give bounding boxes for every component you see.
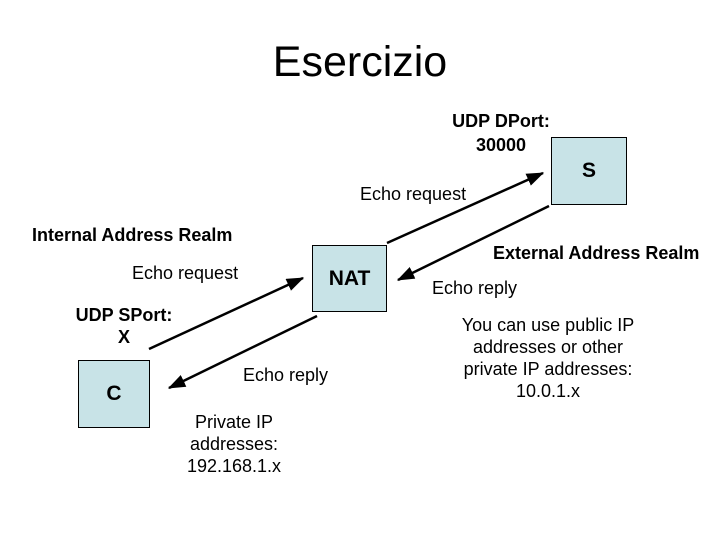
node-client-label: C xyxy=(106,382,122,405)
slide-title: Esercizio xyxy=(272,38,448,86)
node-client: C xyxy=(78,360,150,428)
node-nat-label: NAT xyxy=(328,266,371,290)
udp-sport-label: UDP SPort: X xyxy=(75,305,173,347)
node-server: S xyxy=(551,137,627,205)
arrow-echo-reply-nat-to-client xyxy=(167,314,318,390)
node-server-label: S xyxy=(581,159,596,182)
echo-reply-to-client-label: Echo reply xyxy=(243,365,329,385)
echo-request-to-server-label: Echo request xyxy=(360,184,467,204)
external-address-realm-label: External Address Realm xyxy=(493,243,700,263)
echo-request-to-nat-label: Echo request xyxy=(132,263,239,283)
arrow-echo-request-nat-to-server xyxy=(386,171,545,245)
external-addresses-note: You can use public IP addresses or other… xyxy=(461,315,635,401)
private-addresses-note: Private IP addresses: 192.168.1.x xyxy=(186,412,282,476)
echo-reply-to-nat-label: Echo reply xyxy=(432,278,518,298)
arrow-echo-reply-server-to-nat xyxy=(396,204,550,282)
node-nat: NAT xyxy=(312,245,387,312)
internal-address-realm-label: Internal Address Realm xyxy=(32,225,233,245)
arrow-echo-request-client-to-nat xyxy=(148,276,305,351)
udp-dport-label: UDP DPort: 30000 xyxy=(452,111,550,155)
